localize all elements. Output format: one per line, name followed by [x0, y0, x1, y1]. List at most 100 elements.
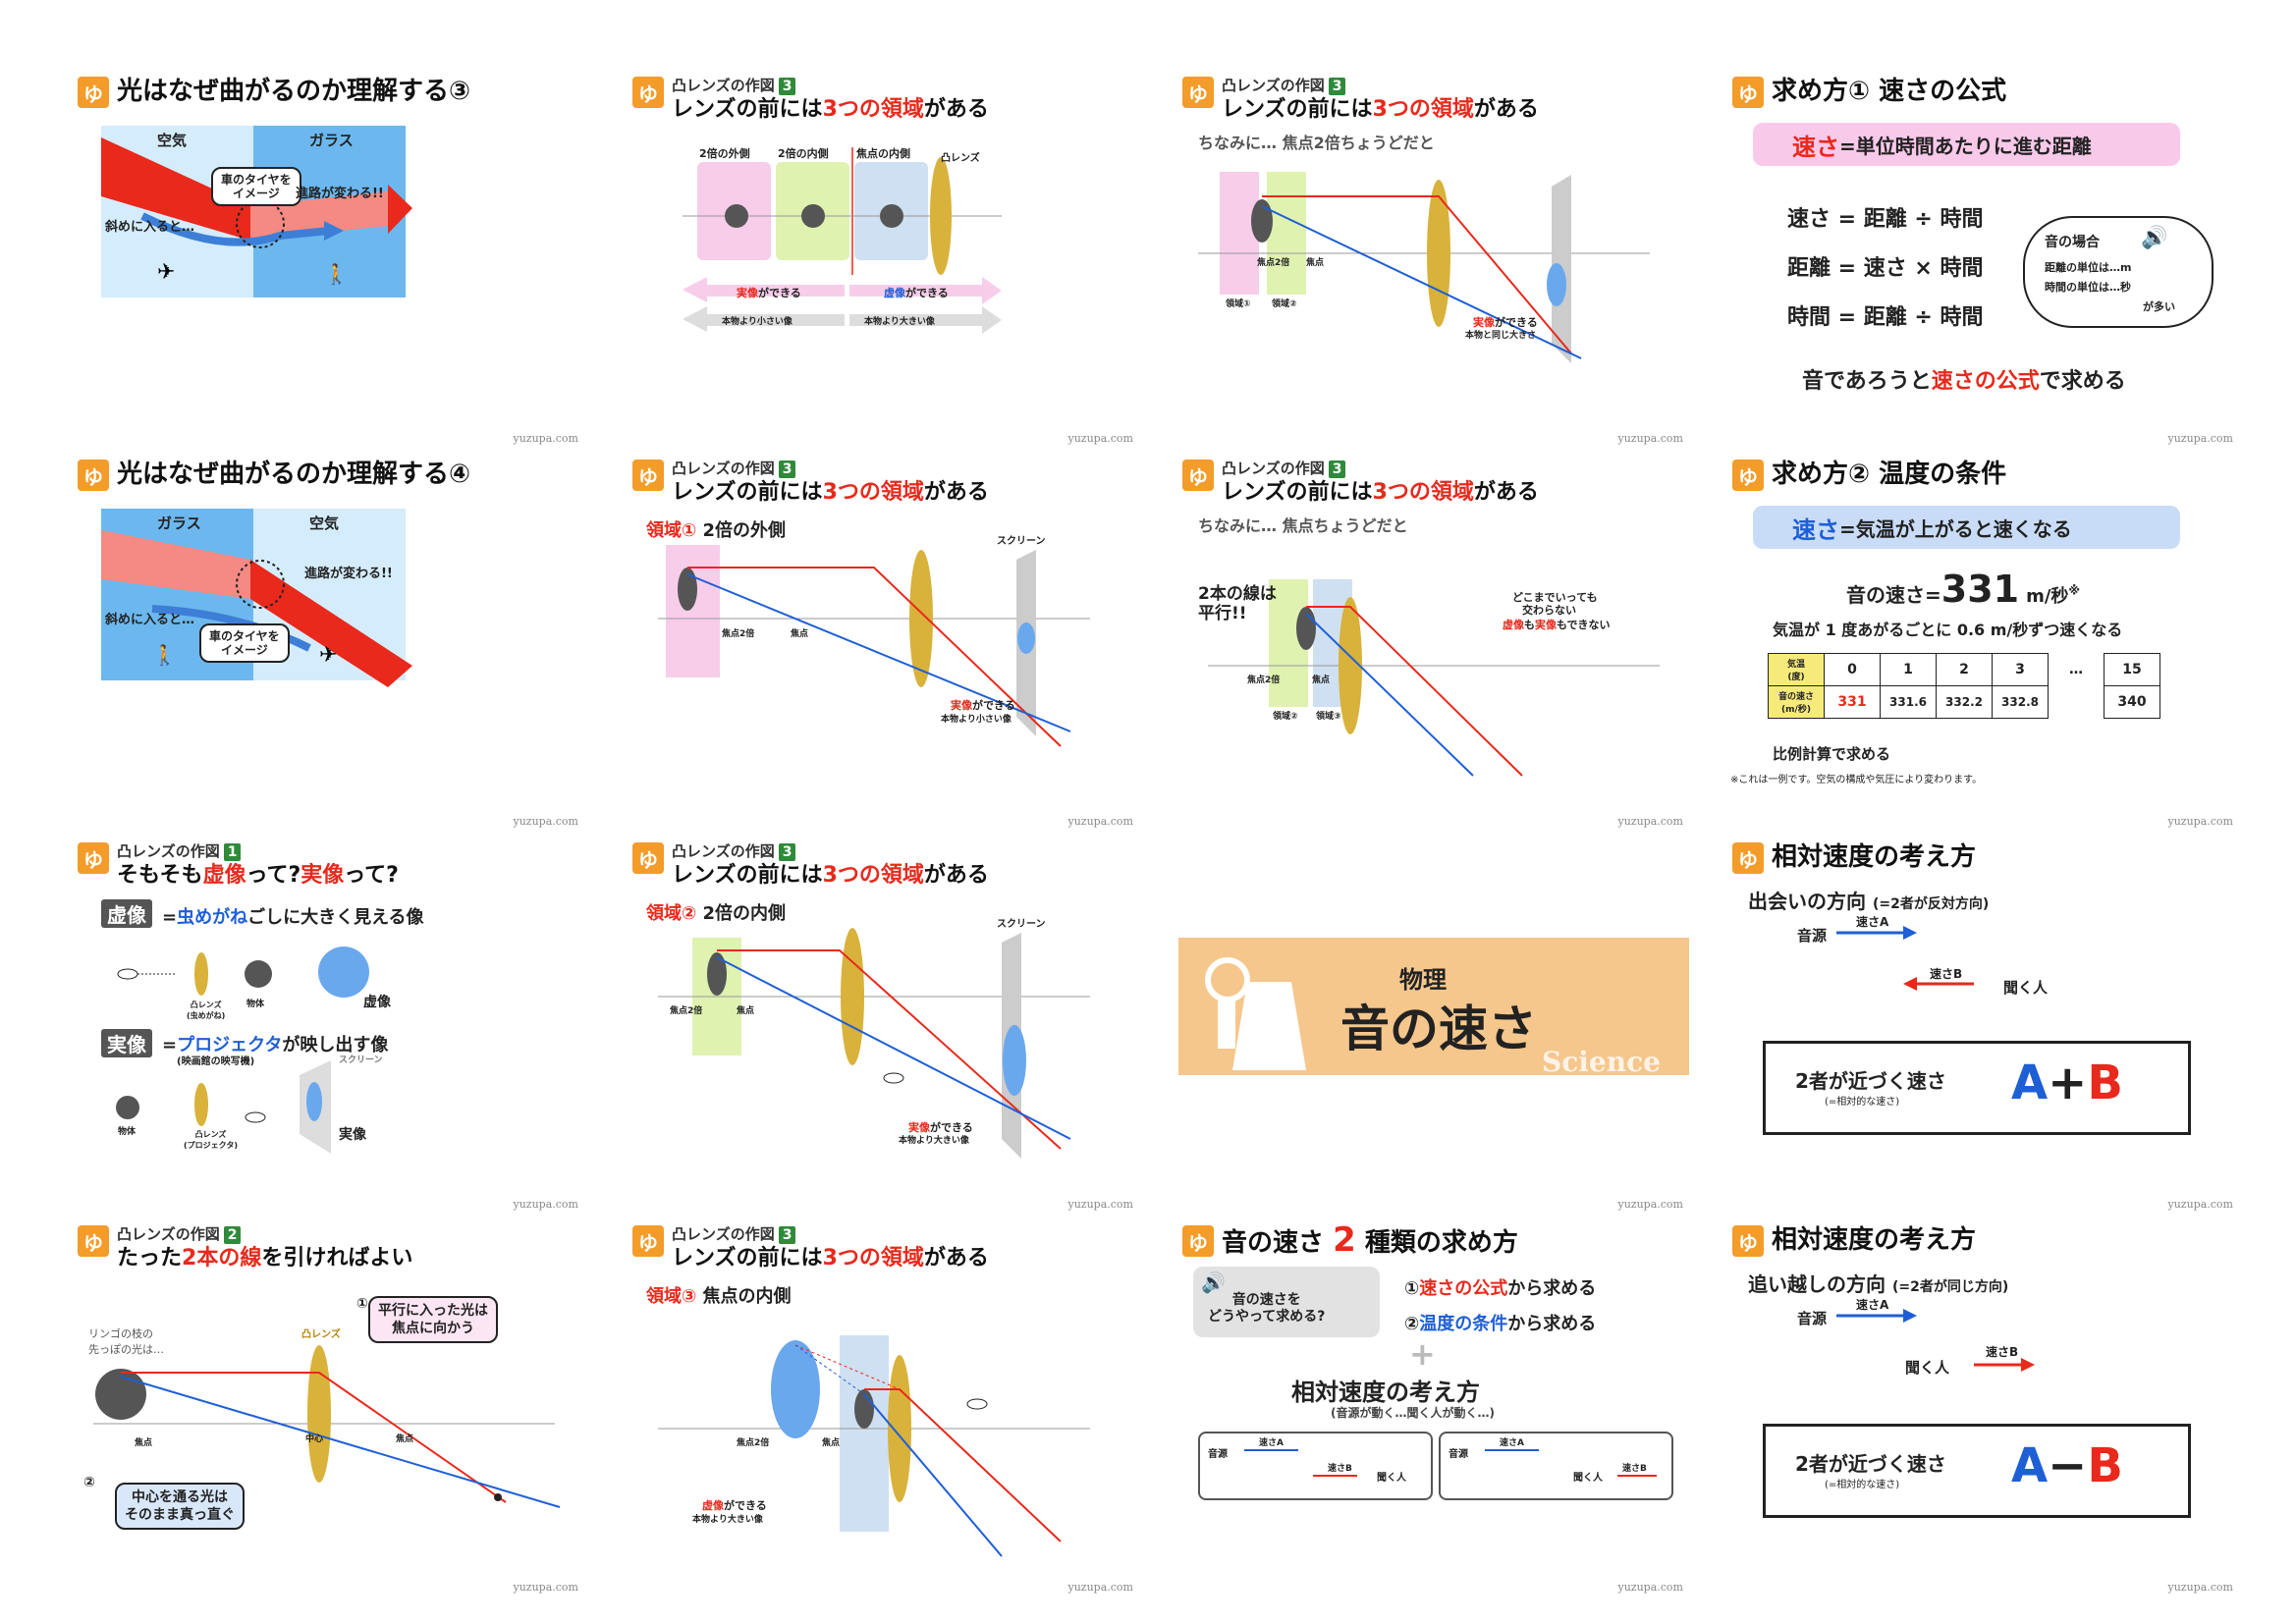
title-part: レンズの前には: [672, 97, 823, 122]
site-logo-icon: ゆ: [1732, 460, 1764, 491]
focal-label: 焦点: [822, 1438, 841, 1448]
road-change-label: 進路が変わる!!: [304, 567, 393, 581]
apple-icon: [95, 1369, 146, 1420]
virtual-desc: ごしに大きく見える像: [247, 907, 424, 928]
cover-speed-of-sound[interactable]: 物理 音の速さ Science yuzupa.com: [1178, 835, 1689, 1213]
velocity-a-label: 速さA: [1856, 915, 1889, 929]
speed-cell: 331.6: [1880, 685, 1937, 719]
lens-magnifier-label: 凸レンズ (虫めがね): [187, 1001, 226, 1020]
slide-temperature-condition[interactable]: ゆ求め方② 温度の条件 速さ=気温が上がると速くなる 音の速さ=331 m/秒※…: [1728, 452, 2239, 830]
slide-number-badge: 3: [1328, 460, 1346, 478]
lens-label: 凸レンズ: [301, 1329, 341, 1340]
slide-title: 光はなぜ曲がるのか理解する③: [117, 77, 471, 106]
tire-bubble: 車のタイヤを イメージ: [211, 167, 301, 206]
direction-sub: (=2者が反対方向): [1872, 896, 1990, 912]
site-logo-icon: ゆ: [632, 842, 664, 874]
image-apple-icon: [1017, 622, 1035, 654]
chase-mini-box: 音源 速さA 聞く人 速さB: [1439, 1432, 1673, 1500]
site-logo-icon: ゆ: [1732, 77, 1764, 108]
dekiru-label: ができる: [972, 699, 1015, 712]
focal-label: 焦点: [737, 1006, 755, 1016]
title-part: レンズの前には: [672, 863, 823, 888]
two-lines-diagram: [93, 1345, 561, 1508]
formula-distance: 距離 = 速さ × 時間: [1787, 256, 1984, 281]
focal2-label: 焦点2倍: [722, 629, 755, 639]
slide-title: 求め方① 速さの公式: [1772, 77, 2007, 106]
definition-band: 速さ=単位時間あたりに進む距離: [1753, 123, 2180, 166]
site-logo-icon: ゆ: [78, 1225, 109, 1257]
slide-two-methods[interactable]: ゆ音の速さ 2 種類の求め方 🔊 音の速さを どうやって求める? ①速さの公式か…: [1178, 1217, 1689, 1596]
apple-icon: [1251, 199, 1273, 243]
velocity-b-label: 速さB: [1622, 1464, 1647, 1474]
apple-icon: [1296, 607, 1316, 650]
slide-light-refraction-3[interactable]: ゆ光はなぜ曲がるのか理解する③ ✈ 🚶 空気 ガラス 車のタイヤを イメージ 斜…: [74, 69, 584, 447]
listener-label: 聞く人: [1573, 1473, 1603, 1484]
apple-icon: [725, 204, 748, 228]
slide-subtitle: 凸レンズの作図: [672, 77, 775, 94]
relative-velocity-sub: (音源が動く…聞く人が動く…): [1331, 1406, 1495, 1420]
virtual-image-label: 虚像: [884, 287, 905, 299]
far-label-2: 交わらない: [1522, 604, 1576, 617]
object-label: 物体: [118, 1127, 137, 1137]
sound-source-label: 音源: [1208, 1449, 1228, 1460]
speed-cell: 331: [1824, 685, 1881, 719]
slide-speed-formula[interactable]: ゆ求め方① 速さの公式 速さ=単位時間あたりに進む距離 速さ = 距離 ÷ 時間…: [1728, 69, 2239, 447]
focal2-label: 焦点2倍: [1247, 676, 1281, 685]
formula-speed: 速さ = 距離 ÷ 時間: [1787, 207, 1984, 232]
arrow-b: [1617, 1475, 1657, 1477]
lens-diagram: [1198, 172, 1650, 363]
speed-value: 331: [1941, 568, 2020, 611]
eq-sign: =: [162, 907, 178, 928]
center-bubble: 中心を通る光は そのまま真っ直ぐ: [115, 1483, 245, 1530]
regions-diagram: [683, 147, 1002, 334]
slide-relative-velocity-chase[interactable]: ゆ相対速度の考え方 追い越しの方向 (=2者が同じ方向) 音源 速さA 聞く人 …: [1728, 1217, 2239, 1596]
arrow-b: [1313, 1475, 1357, 1477]
watermark: yuzupa.com: [1617, 1198, 1684, 1211]
approach-speed-label: 2者が近づく速さ: [1795, 1069, 1946, 1093]
velocity-a-label: 速さA: [1500, 1438, 1524, 1448]
speed-cell: 340: [2104, 685, 2160, 719]
band-keyword: 速さ: [1792, 515, 1839, 544]
title-part: って?: [344, 863, 399, 888]
focal-label: 焦点: [135, 1438, 153, 1448]
slide-subtitle: 凸レンズの作図: [672, 1225, 775, 1243]
virtual-label: 虚像: [363, 995, 391, 1010]
footnote: ※これは一例です。空気の構成や気圧により変わります。: [1730, 775, 1983, 785]
image-types-diagram: [116, 947, 369, 1154]
refraction-diagram: 🚶 ✈: [101, 509, 412, 687]
lens-diagram: [658, 928, 1090, 1159]
region-title: 2倍の外側: [702, 520, 787, 541]
dekiru-label: ができる: [905, 287, 949, 299]
focal-label: 焦点: [1312, 676, 1331, 685]
cloud-time-unit: 時間の単位は…秒: [2045, 281, 2131, 294]
slide-number-badge: 3: [778, 78, 796, 95]
slide-relative-velocity-meet[interactable]: ゆ相対速度の考え方 出会いの方向 (=2者が反対方向) 音源 速さA 速さB 聞…: [1728, 835, 2239, 1213]
bigger-image-label: 本物より大きい像: [692, 1515, 763, 1525]
science-label: Science: [1542, 1046, 1661, 1078]
bottom-part: で求める: [2039, 369, 2126, 394]
slide-subtitle: 凸レンズの作図: [1222, 460, 1325, 477]
lens-projector-label: 凸レンズ (プロジェクタ): [184, 1130, 238, 1150]
title-part: を引ければよい: [261, 1246, 413, 1271]
slide-subtitle: 凸レンズの作図: [117, 842, 220, 860]
apple-icon: [116, 1096, 139, 1119]
slide-subtitle: 凸レンズの作図: [672, 460, 775, 477]
region1-label: 領域①: [1226, 299, 1251, 309]
method2-number: ②: [1404, 1314, 1420, 1334]
apple-icon: [245, 960, 272, 988]
slide-light-refraction-4[interactable]: ゆ光はなぜ曲がるのか理解する④ 🚶 ✈ ガラス 空気 進路が変わる!! 斜めに入…: [74, 452, 584, 830]
title-part: がある: [923, 863, 989, 888]
parallel-label: 2本の線は 平行!!: [1198, 584, 1277, 623]
cloud-tail: が多い: [2143, 300, 2175, 313]
slide-number-badge: 3: [1328, 78, 1346, 95]
symbol-b: B: [2087, 1438, 2123, 1493]
